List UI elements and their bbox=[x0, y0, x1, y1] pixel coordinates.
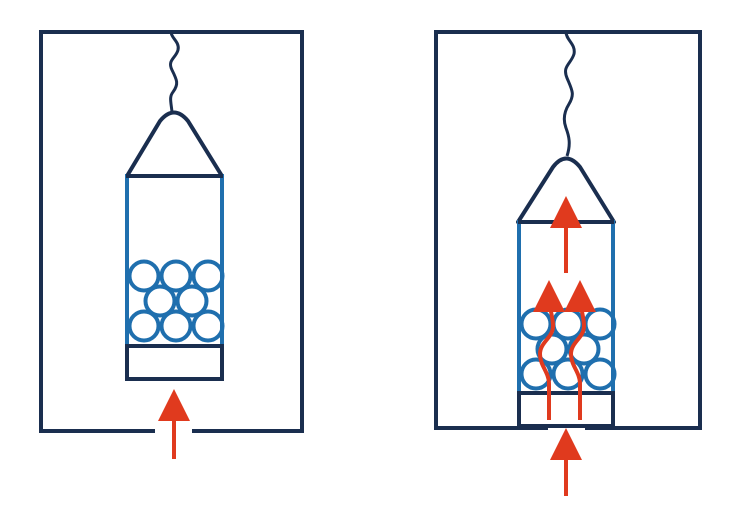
left-packing bbox=[127, 259, 225, 343]
right-packing-ball-icon bbox=[551, 357, 585, 391]
left-base-plate bbox=[125, 344, 224, 381]
right-suspension-wire bbox=[562, 31, 576, 157]
right-packing-ball-icon bbox=[583, 357, 617, 391]
right-flow-path-left bbox=[533, 280, 566, 420]
left-packing-ball-icon bbox=[127, 259, 161, 293]
right-base-plate bbox=[517, 391, 615, 428]
left-packing-ball-icon bbox=[191, 259, 225, 293]
right-packing-ball-icon bbox=[519, 357, 553, 391]
right-flow-path-right bbox=[564, 280, 597, 420]
left-packing-ball-icon bbox=[143, 284, 177, 318]
right-panel bbox=[434, 30, 702, 496]
right-packing bbox=[519, 307, 617, 391]
left-cone-cap bbox=[125, 110, 224, 178]
right-cone-cap bbox=[516, 156, 616, 224]
left-packing-ball-icon bbox=[127, 309, 161, 343]
left-packing-ball-icon bbox=[159, 259, 193, 293]
right-packing-ball-icon bbox=[567, 332, 601, 366]
left-packing-ball-icon bbox=[191, 309, 225, 343]
left-packing-ball-icon bbox=[175, 284, 209, 318]
left-packing-ball-icon bbox=[159, 309, 193, 343]
left-suspension-wire bbox=[169, 31, 180, 113]
left-panel bbox=[39, 30, 304, 459]
right-vessel-outline bbox=[434, 30, 702, 430]
